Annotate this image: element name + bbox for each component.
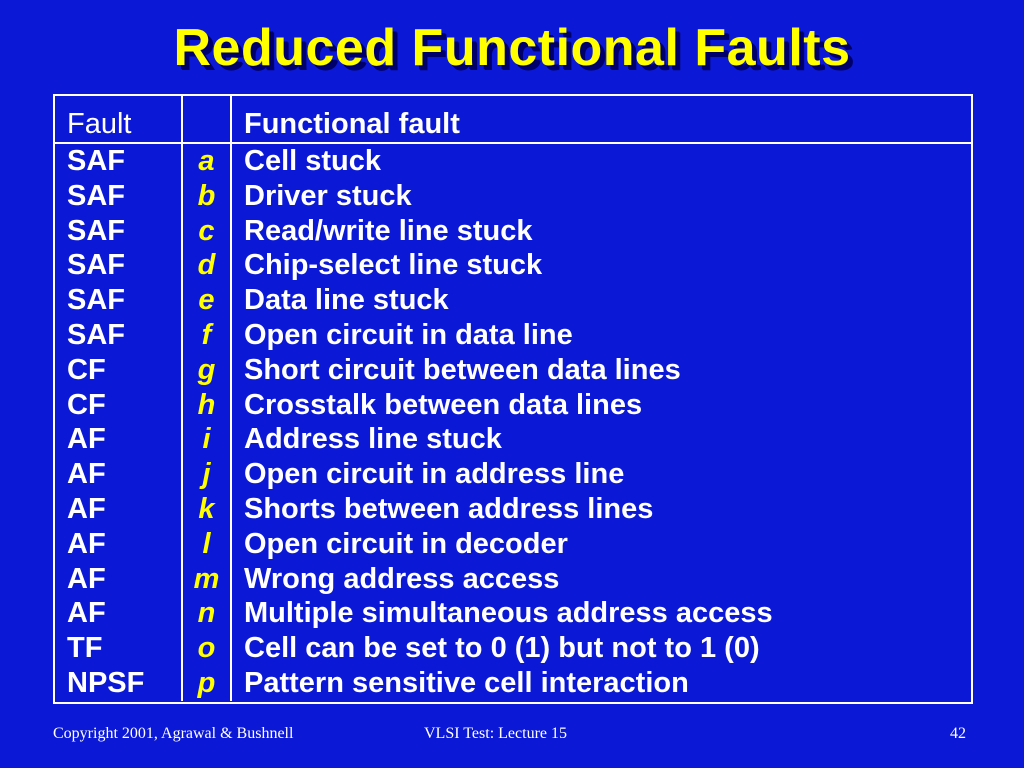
fault-description-cell: Crosstalk between data lines (230, 387, 971, 423)
fault-type-cell: SAF (67, 145, 125, 177)
fault-type-cell: TF (67, 632, 103, 665)
fault-type-cell: SAF (67, 249, 125, 282)
fault-letter-cell: k (181, 491, 231, 527)
fault-type-cell: SAF (67, 284, 125, 317)
fault-letter-cell: e (181, 283, 231, 318)
fault-letter-cell: p (181, 665, 231, 701)
fault-description-cell: Multiple simultaneous address access (230, 596, 971, 632)
fault-description-cell: Pattern sensitive cell interaction (230, 665, 971, 701)
fault-letter-cell: j (181, 457, 231, 492)
fault-type-cell: SAF (67, 214, 125, 247)
fault-letter-cell: f (181, 317, 231, 353)
fault-description-cell: Short circuit between data lines (230, 352, 971, 388)
fault-description-cell: Address line stuck (230, 422, 971, 458)
fault-letter-cell: o (181, 631, 231, 666)
fault-letter-cell: n (181, 596, 231, 632)
footer-course: VLSI Test: Lecture 15 (424, 725, 567, 742)
fault-letter-cell: g (181, 352, 231, 388)
header-fault: Fault (55, 96, 182, 144)
footer-page-number: 42 (950, 725, 966, 742)
fault-type-cell: AF (67, 562, 106, 595)
fault-letter-cell: b (181, 178, 231, 214)
table-header-row: Fault Functional fault (55, 96, 971, 144)
fault-type-cell: CF (67, 353, 106, 386)
fault-letter-cell: h (181, 387, 231, 423)
fault-letter-cell: m (181, 561, 231, 597)
fault-description-cell: Data line stuck (230, 283, 971, 318)
header-functional-fault: Functional fault (230, 96, 971, 144)
fault-type-cell: SAF (67, 318, 125, 351)
slide-title: Reduced Functional Faults (173, 19, 851, 77)
fault-type-cell: CF (67, 388, 106, 421)
fault-type-cell: AF (67, 492, 106, 525)
fault-letter-cell: l (181, 526, 231, 562)
fault-description-cell: Open circuit in decoder (230, 526, 971, 562)
fault-type-cell: AF (67, 527, 106, 560)
fault-description-cell: Read/write line stuck (230, 213, 971, 249)
footer-copyright: Copyright 2001, Agrawal & Bushnell (53, 725, 294, 742)
fault-type-cell: SAF (67, 179, 125, 212)
fault-letter-cell: a (181, 143, 231, 179)
fault-type-cell: AF (67, 458, 106, 491)
fault-type-cell: NPSF (67, 666, 145, 699)
fault-description-cell: Cell stuck (230, 143, 971, 179)
fault-letter-cell: d (181, 248, 231, 284)
fault-description-cell: Chip-select line stuck (230, 248, 971, 284)
fault-description-cell: Wrong address access (230, 561, 971, 597)
fault-description-cell: Shorts between address lines (230, 491, 971, 527)
fault-description-cell: Open circuit in data line (230, 317, 971, 353)
fault-description-cell: Driver stuck (230, 178, 971, 214)
fault-type-cell: AF (67, 423, 106, 456)
header-letter (181, 96, 231, 144)
fault-letter-cell: i (181, 422, 231, 458)
fault-description-cell: Cell can be set to 0 (1) but not to 1 (0… (230, 631, 971, 666)
fault-type-cell: AF (67, 597, 106, 630)
fault-letter-cell: c (181, 213, 231, 249)
fault-description-cell: Open circuit in address line (230, 457, 971, 492)
